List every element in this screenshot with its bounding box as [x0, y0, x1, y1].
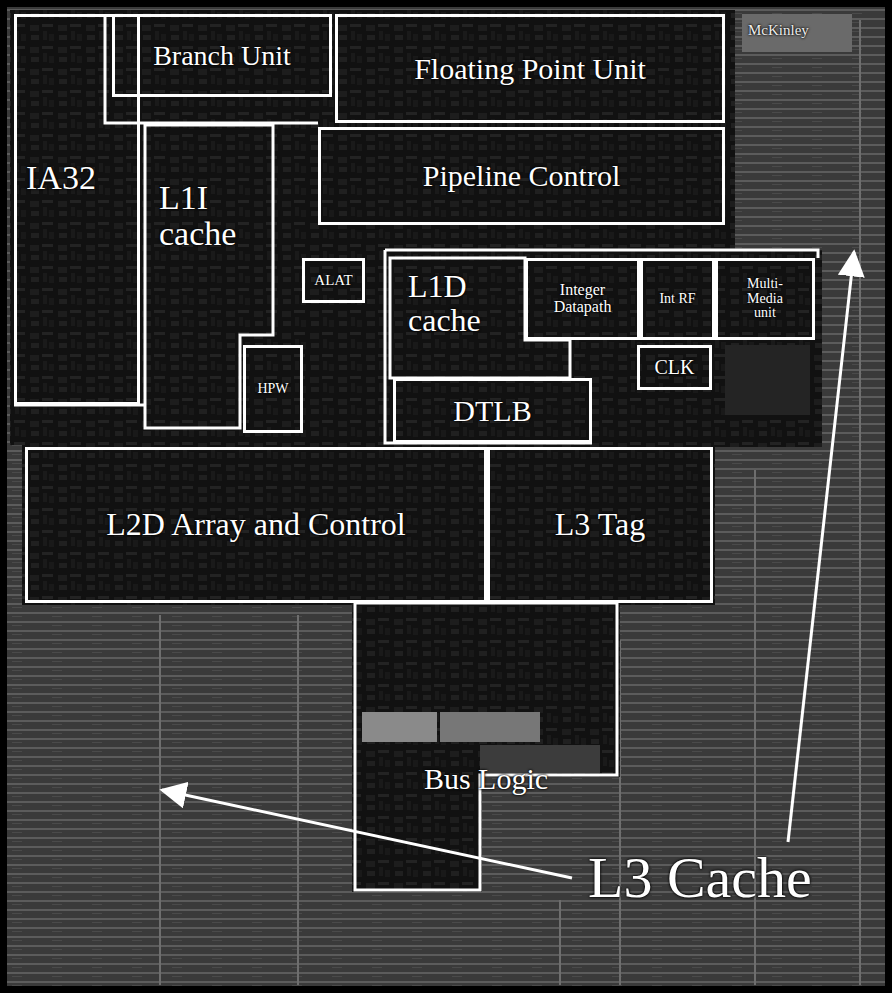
region-outline [385, 250, 592, 443]
logic-block [725, 345, 810, 415]
region-outline [355, 603, 617, 890]
block-label: Integer Datapath [533, 282, 633, 316]
block-label: L1I cache [159, 180, 259, 251]
branch-unit: Branch Unit [112, 14, 332, 97]
fpu-block: Floating Point Unit [335, 14, 725, 123]
block-label: DTLB [453, 395, 531, 427]
multimedia-block: Multi-Media unit [715, 258, 815, 340]
chip-marking: McKinley [748, 22, 809, 39]
block-label: L2D Array and Control [106, 508, 406, 542]
block-label: Multi-Media unit [735, 277, 795, 321]
leader-arrow [788, 252, 854, 842]
l2-block: L2D Array and Control [25, 447, 487, 603]
block-label: Floating Point Unit [414, 53, 646, 85]
block-label: HPW [257, 382, 288, 397]
chip-marking-patch [742, 14, 852, 52]
region-outline [145, 125, 273, 428]
icache-block: L1I cache [145, 125, 273, 428]
region-label: L3 Cache [588, 846, 812, 910]
block-label: Branch Unit [153, 41, 291, 70]
block-label: IA32 [26, 160, 96, 196]
alat-block: ALAT [302, 258, 365, 303]
bus-block [440, 712, 540, 742]
region-outline [355, 603, 617, 890]
tlb-block: DTLB [393, 378, 592, 443]
block-label: L1D cache [408, 270, 520, 337]
block-label: L3 Tag [555, 508, 645, 542]
block-label: Int RF [659, 292, 695, 307]
region-outline [390, 258, 570, 378]
bus-block [362, 712, 437, 742]
pipeline-block: Pipeline Control [318, 127, 725, 225]
hpw-block: HPW [243, 345, 303, 433]
leader-arrow [162, 790, 572, 878]
block-label: Pipeline Control [423, 160, 621, 192]
block-label: Bus Logic [424, 763, 548, 795]
block-label: CLK [655, 357, 695, 378]
block-label: ALAT [314, 273, 352, 289]
integer-block: Integer Datapath [525, 258, 640, 340]
regfile-block: Int RF [640, 258, 715, 340]
core-logic [10, 10, 822, 892]
region-outline [105, 14, 318, 123]
l3-tag-block: L3 Tag [487, 447, 713, 603]
region-outline [145, 125, 273, 428]
dcache-block: L1D cache [390, 258, 570, 378]
bus-block: Bus Logic [355, 603, 617, 890]
clock-block: CLK [637, 345, 712, 390]
ia32-block: IA32 [14, 14, 140, 405]
